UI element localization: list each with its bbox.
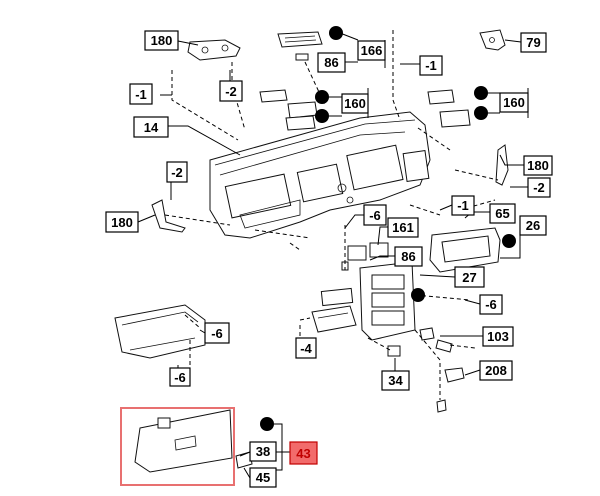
- svg-text:160: 160: [503, 95, 525, 110]
- svg-text:-2: -2: [533, 180, 545, 195]
- svg-text:-6: -6: [211, 326, 223, 341]
- instrument-panel-part: [209, 111, 431, 239]
- svg-text:26: 26: [526, 218, 540, 233]
- callout-161[interactable]: 161: [387, 217, 419, 238]
- callout-43[interactable]: 43: [289, 441, 318, 465]
- center-cluster-part: [359, 261, 416, 341]
- callout-6-mid[interactable]: -6: [363, 204, 387, 226]
- callout-6-right[interactable]: -6: [479, 294, 503, 315]
- dot-27: [411, 288, 425, 302]
- callout-166[interactable]: 166: [357, 40, 386, 61]
- svg-text:180: 180: [527, 158, 549, 173]
- callout-1-mid[interactable]: -1: [451, 195, 475, 216]
- callout-86-top[interactable]: 86: [317, 52, 346, 73]
- highlight-box: [120, 407, 235, 486]
- svg-text:-6: -6: [369, 208, 381, 223]
- callout-180-left[interactable]: 180: [105, 211, 139, 233]
- callout-1-right[interactable]: -1: [419, 55, 443, 76]
- svg-text:-1: -1: [135, 87, 147, 102]
- svg-text:-1: -1: [457, 198, 469, 213]
- svg-text:-2: -2: [171, 165, 183, 180]
- callout-26[interactable]: 26: [519, 215, 547, 236]
- svg-text:79: 79: [526, 35, 540, 50]
- svg-text:45: 45: [256, 470, 270, 485]
- callout-27[interactable]: 27: [454, 266, 485, 288]
- callout-65[interactable]: 65: [489, 203, 516, 224]
- svg-text:65: 65: [495, 206, 509, 221]
- callout-38[interactable]: 38: [249, 441, 277, 462]
- glove-box-door-part: [134, 409, 253, 473]
- svg-text:38: 38: [256, 444, 270, 459]
- svg-text:-6: -6: [485, 297, 497, 312]
- svg-text:180: 180: [151, 33, 173, 48]
- callout-2-right[interactable]: -2: [527, 177, 551, 198]
- vent-part-160-left: [259, 89, 318, 131]
- small-parts: [387, 327, 465, 413]
- bracket-part-right: [495, 144, 509, 186]
- callout-2-left[interactable]: -2: [166, 161, 188, 183]
- svg-text:-1: -1: [425, 58, 437, 73]
- callout-6-low[interactable]: -6: [169, 367, 191, 387]
- bracket-part-top: [187, 39, 241, 61]
- callout-79[interactable]: 79: [520, 32, 547, 53]
- vent-part-166: [277, 31, 323, 61]
- switch-parts: [341, 242, 389, 271]
- bracket-part-left: [151, 199, 186, 233]
- bezel-part-26: [429, 227, 501, 273]
- svg-text:14: 14: [144, 120, 159, 135]
- svg-text:-6: -6: [174, 370, 186, 385]
- callout-180-top[interactable]: 180: [144, 30, 179, 51]
- svg-text:180: 180: [111, 215, 133, 230]
- svg-text:160: 160: [344, 96, 366, 111]
- svg-text:86: 86: [401, 249, 415, 264]
- callout-34[interactable]: 34: [381, 370, 410, 391]
- svg-text:86: 86: [324, 55, 338, 70]
- dot-43: [260, 417, 274, 431]
- callout-14[interactable]: 14: [133, 116, 169, 138]
- callout-4[interactable]: -4: [295, 337, 317, 359]
- svg-text:103: 103: [487, 329, 509, 344]
- callout-180-right[interactable]: 180: [523, 155, 553, 176]
- callout-86-mid[interactable]: 86: [394, 246, 423, 267]
- dot-166: [329, 26, 343, 40]
- svg-text:-4: -4: [300, 341, 312, 356]
- callout-1-left[interactable]: -1: [129, 83, 153, 105]
- dot-26: [502, 234, 516, 248]
- svg-text:34: 34: [388, 373, 403, 388]
- callout-45[interactable]: 45: [249, 467, 277, 488]
- svg-text:208: 208: [485, 363, 507, 378]
- bracket-part-79: [479, 29, 506, 51]
- glove-box-housing-part: [114, 304, 206, 359]
- vent-part-160-right: [427, 89, 471, 128]
- callout-103[interactable]: 103: [482, 326, 514, 347]
- callout-6-glove[interactable]: -6: [204, 322, 230, 344]
- panel-part-4: [311, 287, 357, 333]
- callout-160-right[interactable]: 160: [499, 92, 529, 113]
- callout-208[interactable]: 208: [479, 360, 513, 381]
- callout-160-left[interactable]: 160: [341, 93, 369, 114]
- svg-text:166: 166: [361, 43, 383, 58]
- svg-text:-2: -2: [225, 84, 237, 99]
- svg-text:43: 43: [296, 446, 310, 461]
- callout-2-top[interactable]: -2: [219, 80, 243, 102]
- svg-text:27: 27: [462, 270, 476, 285]
- svg-text:161: 161: [392, 220, 414, 235]
